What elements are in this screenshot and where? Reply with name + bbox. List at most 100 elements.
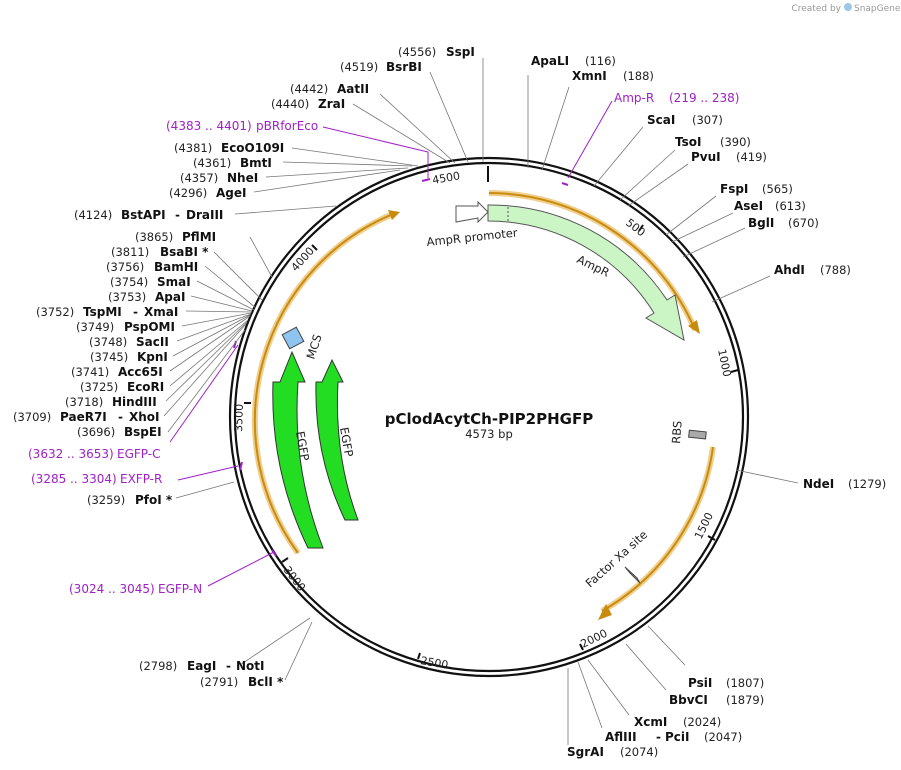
svg-text:-: - xyxy=(118,410,123,424)
primer-leaders xyxy=(169,100,613,587)
svg-text:(4124): (4124) xyxy=(74,208,112,222)
svg-text:AgeI: AgeI xyxy=(216,186,246,200)
svg-text:(3745): (3745) xyxy=(90,350,128,364)
svg-text:(3756): (3756) xyxy=(106,260,144,274)
enzyme-pos: (307) xyxy=(692,113,723,127)
enzyme-pos: (788) xyxy=(820,263,851,277)
svg-text:Amp-R: Amp-R xyxy=(614,91,654,105)
svg-text:BamHI: BamHI xyxy=(154,260,198,274)
svg-text:EcoRI: EcoRI xyxy=(127,380,164,394)
svg-text:EGFP-C: EGFP-C xyxy=(117,447,160,461)
svg-text:(3259): (3259) xyxy=(87,493,125,507)
svg-text:EcoO109I: EcoO109I xyxy=(221,141,284,155)
svg-text:(3024 .. 3045): (3024 .. 3045) xyxy=(69,582,155,596)
svg-text:-: - xyxy=(226,659,231,673)
tick-3000: 3000 xyxy=(281,564,308,594)
egfp-arrow-outer xyxy=(272,350,324,549)
svg-text:(3741): (3741) xyxy=(71,365,109,379)
tick-500: 500 xyxy=(623,216,648,239)
svg-text:BsrBI: BsrBI xyxy=(386,60,422,74)
svg-text:(4361): (4361) xyxy=(193,156,231,170)
svg-text:(3752): (3752) xyxy=(36,305,74,319)
enzyme-name: AseI xyxy=(734,199,763,213)
svg-text:(2798): (2798) xyxy=(139,659,177,673)
svg-text:(4442): (4442) xyxy=(290,82,328,96)
svg-text:pBRforEco: pBRforEco xyxy=(256,119,318,133)
primer-marks xyxy=(233,178,569,557)
svg-text:(4519): (4519) xyxy=(340,60,378,74)
svg-text:(4383 .. 4401): (4383 .. 4401) xyxy=(166,119,252,133)
enzyme-name: BglI xyxy=(748,216,774,230)
enzyme-name: FspI xyxy=(720,182,748,196)
svg-text:HindIII: HindIII xyxy=(112,395,157,409)
enzyme-pos: (2047) xyxy=(704,730,742,744)
svg-text:ZraI: ZraI xyxy=(318,97,345,111)
enzyme-name: PvuI xyxy=(691,150,721,164)
tick-marks xyxy=(244,166,739,660)
svg-text:(3754): (3754) xyxy=(110,275,148,289)
tick-4500: 4500 xyxy=(431,169,461,187)
enzyme-pos: (116) xyxy=(585,54,616,68)
enzyme-leaders-right xyxy=(527,75,799,745)
enzyme-name: PsiI xyxy=(688,676,712,690)
ampr-promoter-arrow xyxy=(455,200,489,224)
label-ampr-promoter: AmpR promoter xyxy=(426,225,519,249)
plasmid-length: 4573 bp xyxy=(465,427,513,441)
svg-text:BclI *: BclI * xyxy=(248,675,284,689)
enzyme-name: BbvCI xyxy=(669,693,708,707)
enzyme-pos: (670) xyxy=(788,216,819,230)
svg-text:-: - xyxy=(175,208,180,222)
label-egfp-outer: EGFP xyxy=(293,430,312,462)
label-mcs: MCS xyxy=(304,333,325,361)
svg-text:PflMI: PflMI xyxy=(182,230,216,244)
svg-text:KpnI: KpnI xyxy=(137,350,168,364)
enzyme-pos: (2074) xyxy=(620,745,658,759)
svg-text:-: - xyxy=(133,305,138,319)
orf-arrows xyxy=(251,190,716,620)
enzyme-name: XmnI xyxy=(572,69,607,83)
svg-text:(3632 .. 3653): (3632 .. 3653) xyxy=(28,447,114,461)
factor-xa-mark xyxy=(624,566,641,584)
svg-text:BsaBI *: BsaBI * xyxy=(160,245,209,259)
enzyme-pos: (1279) xyxy=(848,477,886,491)
enzyme-name: ApaLI xyxy=(531,54,569,68)
enzyme-pos: (613) xyxy=(775,199,806,213)
credit-brand: SnapGene xyxy=(854,4,901,14)
svg-text:BspEI: BspEI xyxy=(124,425,162,439)
egfp-arrow-inner xyxy=(315,358,359,521)
svg-text:BstAPI: BstAPI xyxy=(121,208,166,222)
svg-text:EagI: EagI xyxy=(187,659,216,673)
credit-prefix: Created by xyxy=(791,4,841,14)
plasmid-name: pClodAcytCh-PIP2PHGFP xyxy=(385,410,593,428)
svg-text:(3811): (3811) xyxy=(111,245,149,259)
tick-1000: 1000 xyxy=(715,348,734,378)
enzyme-name: ScaI xyxy=(647,113,675,127)
enzyme-labels-left: (4556) SspI (4519) BsrBI (4442) AatII (4… xyxy=(13,45,475,689)
svg-text:PaeR7I: PaeR7I xyxy=(60,410,107,424)
plasmid-backbone xyxy=(228,156,750,678)
svg-text:(3709): (3709) xyxy=(13,410,51,424)
enzyme-pos: (2024) xyxy=(683,715,721,729)
svg-text:(3725): (3725) xyxy=(80,380,118,394)
tick-3500: 3500 xyxy=(232,404,246,432)
svg-text:(3748): (3748) xyxy=(89,335,127,349)
svg-text:TspMI: TspMI xyxy=(83,305,122,319)
svg-text:EGFP-N: EGFP-N xyxy=(158,582,202,596)
enzyme-leaders-left xyxy=(163,58,484,681)
svg-text:PfoI *: PfoI * xyxy=(135,493,173,507)
svg-text:ApaI: ApaI xyxy=(155,290,185,304)
svg-text:(4556): (4556) xyxy=(398,45,436,59)
mcs-box xyxy=(281,326,305,350)
tick-2500: 2500 xyxy=(419,654,449,672)
svg-text:(4440): (4440) xyxy=(271,97,309,111)
primer-labels: Amp-R (219 .. 238) (4383 .. 4401) pBRfor… xyxy=(28,91,739,596)
enzyme-pos: (1879) xyxy=(726,693,764,707)
ampr-arrow xyxy=(487,204,685,341)
enzyme-pos: (1807) xyxy=(726,676,764,690)
label-rbs: RBS xyxy=(669,420,685,444)
svg-text:EXFP-R: EXFP-R xyxy=(120,472,162,486)
enzyme-pos: (390) xyxy=(720,135,751,149)
svg-text:(4357): (4357) xyxy=(180,171,218,185)
svg-text:(219 .. 238): (219 .. 238) xyxy=(669,91,739,105)
svg-text:-: - xyxy=(656,730,661,744)
